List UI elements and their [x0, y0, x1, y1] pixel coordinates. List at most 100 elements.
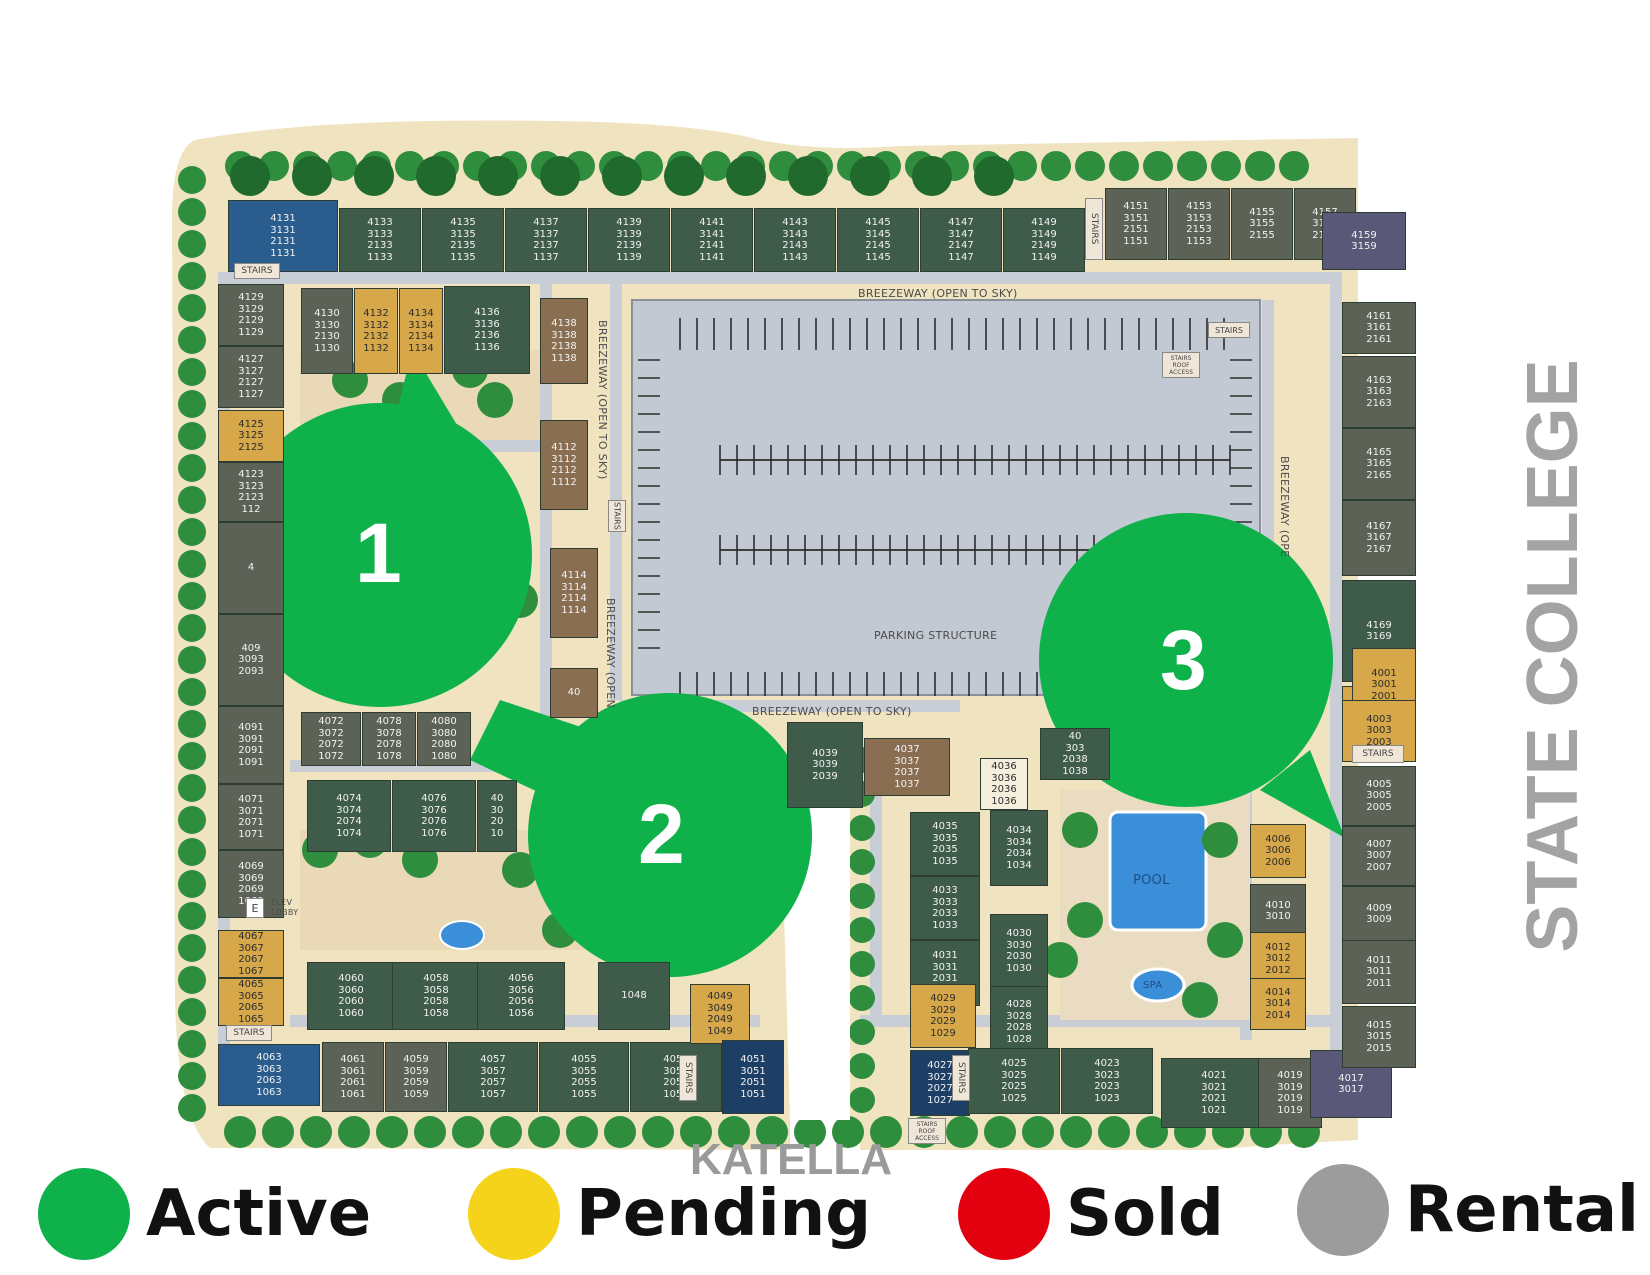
legend-sold-label: Sold [1066, 1177, 1224, 1251]
unit-block: 4141 3141 2141 1141 [671, 208, 753, 272]
breezeway-label-left: BREEZEWAY (OPEN TO SKY) [596, 320, 609, 480]
tree [1245, 151, 1275, 181]
tree [849, 917, 875, 943]
tree [870, 1116, 902, 1148]
stairs-label-nw: STAIRS [234, 263, 280, 279]
tree [178, 646, 206, 674]
unit-numbers: 1048 [621, 990, 647, 1002]
tree [1182, 982, 1218, 1018]
unit-block: 4074 3074 2074 1074 [307, 780, 391, 852]
tree [849, 951, 875, 977]
tree [849, 815, 875, 841]
tree [327, 151, 357, 181]
unit-numbers: 4059 3059 2059 1059 [403, 1054, 429, 1100]
unit-numbers: 4132 3132 2132 1132 [363, 308, 389, 354]
tree [477, 382, 513, 418]
tree [178, 230, 206, 258]
unit-numbers: 4033 3033 2033 1033 [932, 885, 958, 931]
tree [262, 1116, 294, 1148]
unit-numbers: 4037 3037 2037 1037 [894, 744, 920, 790]
unit-numbers: 4019 3019 2019 1019 [1277, 1070, 1303, 1116]
unit-block: 4011 3011 2011 [1342, 940, 1416, 1004]
tree [178, 294, 206, 322]
unit-numbers: 4151 3151 2151 1151 [1123, 201, 1149, 247]
tree [224, 1116, 256, 1148]
active-badge-3 [1039, 513, 1345, 838]
street-state-college: STATE COLLEGE [1513, 359, 1593, 953]
unit-block: 4059 3059 2059 1059 [385, 1042, 447, 1112]
tree [528, 1116, 560, 1148]
unit-numbers: 4015 3015 2015 [1366, 1019, 1392, 1054]
unit-numbers: 4072 3072 2072 1072 [318, 716, 344, 762]
pool-label: POOL [1133, 873, 1170, 888]
unit-block: 4015 3015 2015 [1342, 1006, 1416, 1068]
unit-numbers: 4058 3058 2058 1058 [423, 973, 449, 1019]
tree [1109, 151, 1139, 181]
unit-numbers: 4056 3056 2056 1056 [508, 973, 534, 1019]
tree [1067, 902, 1103, 938]
unit-block: 4137 3137 2137 1137 [505, 208, 587, 272]
unit-block: 4035 3035 2035 1035 [910, 812, 980, 876]
unit-block: 409 3093 2093 [218, 614, 284, 706]
tree [178, 422, 206, 450]
unit-block: 4155 3155 2155 [1231, 188, 1293, 260]
tree [946, 1116, 978, 1148]
unit-block: 4023 3023 2023 1023 [1061, 1048, 1153, 1114]
unit-numbers: 4 [247, 562, 255, 574]
unit-block: 4049 3049 2049 1049 [690, 984, 750, 1044]
unit-block: 4112 3112 2112 1112 [540, 420, 588, 510]
unit-numbers: 4159 3159 [1351, 229, 1377, 253]
tree [178, 1030, 206, 1058]
tree [414, 1116, 446, 1148]
tree [178, 902, 206, 930]
tree [502, 852, 538, 888]
legend-active: Active [38, 1168, 371, 1260]
unit-numbers: 4145 3145 2145 1145 [865, 217, 891, 263]
legend-rental-label: Rental [1405, 1173, 1639, 1247]
tree [178, 454, 206, 482]
unit-numbers: 4010 3010 [1265, 899, 1291, 923]
tree [178, 550, 206, 578]
unit-numbers: 4060 3060 2060 1060 [338, 973, 364, 1019]
tree [178, 710, 206, 738]
breezeway-label-bottom: BREEZEWAY (OPEN TO SKY) [752, 705, 912, 718]
unit-numbers: 4029 3029 2029 1029 [930, 993, 956, 1039]
unit-numbers: 4163 3163 2163 [1366, 374, 1392, 409]
unit-block: 4136 3136 2136 1136 [444, 286, 530, 374]
unit-block: 4163 3163 2163 [1342, 356, 1416, 428]
stairs-label-n: STAIRS [1085, 198, 1103, 260]
unit-numbers: 4006 3006 2006 [1265, 833, 1291, 868]
unit-numbers: 4039 3039 2039 [812, 747, 838, 782]
unit-block: 4130 3130 2130 1130 [301, 288, 353, 374]
unit-numbers: 4114 3114 2114 1114 [561, 570, 587, 616]
unit-block: 4151 3151 2151 1151 [1105, 188, 1167, 260]
tree [642, 1116, 674, 1148]
unit-block: 4129 3129 2129 1129 [218, 284, 284, 346]
tree [1136, 1116, 1168, 1148]
unit-numbers: 4061 3061 2061 1061 [340, 1054, 366, 1100]
unit-numbers: 4030 3030 2030 1030 [1006, 928, 1032, 974]
unit-numbers: 4027 3027 2027 1027 [927, 1060, 953, 1106]
unit-block: 4058 3058 2058 1058 [392, 962, 480, 1030]
unit-numbers: 4012 3012 2012 [1265, 941, 1291, 976]
tree [849, 883, 875, 909]
unit-block: 4145 3145 2145 1145 [837, 208, 919, 272]
unit-block: 4125 3125 2125 [218, 410, 284, 462]
active-badge-2 [470, 693, 812, 977]
elev-lobby-label: ELEV LOBBY [271, 898, 299, 917]
unit-numbers: 4161 3161 2161 [1366, 310, 1392, 345]
unit-numbers: 4007 3007 2007 [1366, 838, 1392, 873]
unit-block: 4005 3005 2005 [1342, 766, 1416, 826]
unit-numbers: 409 3093 2093 [238, 642, 264, 677]
tree [1202, 822, 1238, 858]
unit-numbers: 4051 3051 2051 1051 [740, 1054, 766, 1100]
tree [178, 934, 206, 962]
tree [794, 1116, 826, 1148]
tree [718, 1116, 750, 1148]
tree [680, 1116, 712, 1148]
unit-block: 4161 3161 2161 [1342, 302, 1416, 354]
unit-numbers: 4074 3074 2074 1074 [336, 793, 362, 839]
unit-numbers: 4071 3071 2071 1071 [238, 794, 264, 840]
unit-block: 4114 3114 2114 1114 [550, 548, 598, 638]
tree [178, 1062, 206, 1090]
